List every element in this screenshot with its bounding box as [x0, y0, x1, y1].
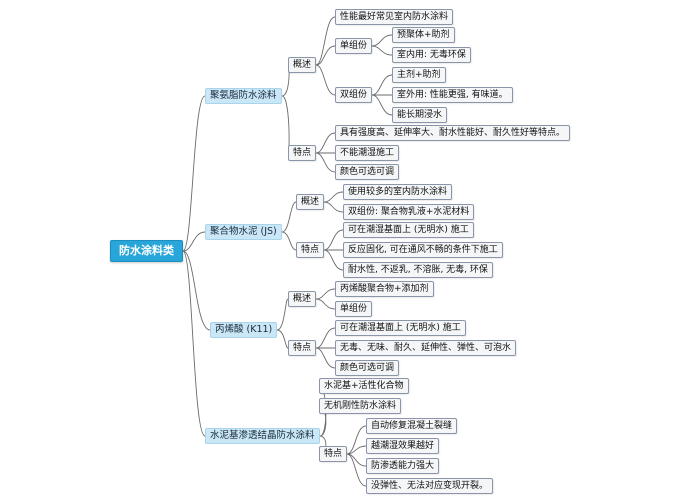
- polyurethane-overview-item[interactable]: 性能最好常见室内防水涂料: [335, 9, 454, 25]
- crystalline-feature-item[interactable]: 没弹性、无法对应变现开裂。: [366, 478, 494, 494]
- connector-line: [323, 191, 344, 203]
- polyurethane-features[interactable]: 特点: [288, 145, 317, 161]
- connector-line: [323, 249, 344, 271]
- connector-line: [315, 347, 336, 369]
- polymer-cement-overview-item[interactable]: 使用较多的室内防水涂料: [343, 184, 453, 200]
- polymer-cement-feature-item[interactable]: 可在潮湿基面上 (无明水) 施工: [343, 222, 474, 238]
- category-acrylic[interactable]: 丙烯酸 (K11): [210, 322, 278, 338]
- connector-line: [346, 453, 367, 487]
- connector-line: [323, 201, 344, 213]
- connector-line: [276, 329, 289, 349]
- category-polymer-cement[interactable]: 聚合物水泥 (JS): [205, 224, 282, 240]
- crystalline-feature-item[interactable]: 防渗透能力强大: [366, 458, 440, 474]
- acrylic-feature-item[interactable]: 无毒、无味、耐久、延伸性、弹性、可泡水: [335, 340, 517, 356]
- acrylic-feature-item[interactable]: 颜色可选可调: [335, 360, 400, 376]
- polyurethane-double-item[interactable]: 主剂+助剂: [392, 67, 446, 83]
- connector-line: [371, 74, 393, 96]
- connector-line: [315, 132, 336, 154]
- crystalline-item[interactable]: 水泥基+活性化合物: [319, 378, 409, 394]
- connector-line: [315, 64, 336, 96]
- acrylic-feature-item[interactable]: 可在潮湿基面上 (无明水) 施工: [335, 320, 466, 336]
- connector-line: [182, 250, 211, 331]
- polyurethane-single-component[interactable]: 单组份: [335, 38, 373, 54]
- crystalline-item[interactable]: 无机刚性防水涂料: [319, 398, 402, 414]
- polymer-cement-feature-item[interactable]: 耐水性, 不返乳, 不溶胀, 无毒, 环保: [343, 262, 493, 278]
- connector-line: [346, 425, 367, 455]
- connector-line: [182, 95, 206, 252]
- connector-line: [371, 34, 393, 47]
- connector-line: [281, 231, 297, 251]
- polyurethane-feature-item[interactable]: 不能潮湿施工: [335, 145, 400, 161]
- connector-line: [346, 445, 367, 455]
- connector-line: [281, 201, 297, 233]
- polyurethane-overview[interactable]: 概述: [288, 57, 317, 73]
- category-polyurethane[interactable]: 聚氨脂防水涂料: [205, 88, 282, 104]
- polymer-cement-features[interactable]: 特点: [296, 242, 325, 258]
- connector-line: [182, 250, 206, 437]
- polyurethane-feature-item[interactable]: 颜色可选可调: [335, 164, 400, 180]
- polyurethane-double-component[interactable]: 双组份: [335, 87, 373, 103]
- acrylic-overview-item[interactable]: 单组份: [335, 301, 373, 317]
- connector-line: [323, 229, 344, 251]
- root-node[interactable]: 防水涂料类: [110, 240, 183, 262]
- connector-line: [315, 16, 336, 66]
- connector-line: [315, 288, 336, 300]
- connector-line: [371, 94, 393, 116]
- crystalline-feature-item[interactable]: 自动修复混凝土裂缝: [366, 418, 458, 434]
- connector-line: [276, 298, 289, 331]
- polymer-cement-overview[interactable]: 概述: [296, 194, 325, 210]
- connector-line: [315, 298, 336, 310]
- polyurethane-single-item[interactable]: 预聚体+助剂: [392, 27, 455, 43]
- polymer-cement-overview-item[interactable]: 双组份: 聚合物乳液+水泥材料: [343, 204, 475, 220]
- connector-line: [315, 152, 336, 173]
- polyurethane-double-item[interactable]: 能长期浸水: [392, 107, 448, 123]
- acrylic-overview[interactable]: 概述: [288, 291, 317, 307]
- polyurethane-single-item[interactable]: 室内用: 无毒环保: [392, 47, 471, 63]
- crystalline-features[interactable]: 特点: [319, 446, 348, 462]
- connector-line: [315, 327, 336, 349]
- crystalline-feature-item[interactable]: 越潮湿效果越好: [366, 438, 440, 454]
- polyurethane-double-item[interactable]: 室外用: 性能更强, 有味道。: [392, 87, 513, 103]
- connector-line: [371, 45, 393, 56]
- acrylic-features[interactable]: 特点: [288, 340, 317, 356]
- acrylic-overview-item[interactable]: 丙烯酸聚合物+添加剂: [335, 281, 434, 297]
- polyurethane-feature-item[interactable]: 具有强度高、延伸率大、耐水性能好、耐久性好等特点。: [335, 125, 571, 141]
- connector-line: [315, 45, 336, 66]
- polymer-cement-feature-item[interactable]: 反应固化, 可在通风不畅的条件下施工: [343, 242, 503, 258]
- category-cementitious-crystalline[interactable]: 水泥基渗透结晶防水涂料: [205, 428, 320, 444]
- connector-line: [182, 231, 206, 252]
